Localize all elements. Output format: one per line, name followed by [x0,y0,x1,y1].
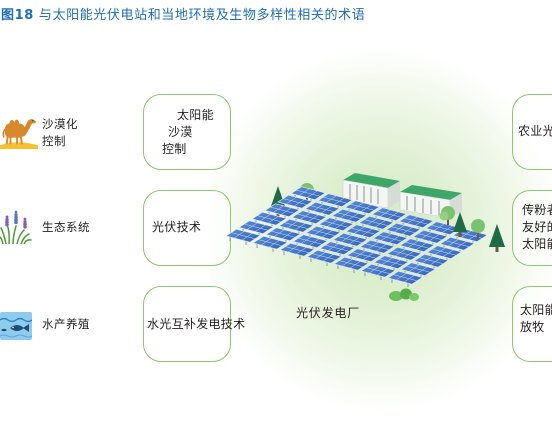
term-box-fishery-pv: 水光互补发电技术 [143,286,245,362]
figure-number: 图18 [1,8,34,23]
term-line: 太阳能 [522,237,552,251]
topic-desertification-label: 沙漠化 控制 [42,116,78,150]
solar-panel [426,245,463,262]
solar-farm-illustration [225,173,505,301]
solar-panel [279,242,316,259]
term-text: 传粉者 友好的 太阳能 [522,202,552,253]
figure-title: 图18 与太阳能光伏电站和当地环境及生物多样性相关的术语 [1,8,365,24]
label-line: 控制 [42,134,66,148]
label-line: 生态系统 [42,220,90,234]
term-box-solar-grazing: 太阳能 放牧 [512,286,552,362]
solar-panel [331,208,368,225]
solar-panel [400,262,437,279]
term-text: 太阳能 沙漠 控制 [162,107,214,158]
term-line: 沙漠 [168,125,193,139]
term-text: 水光互补发电技术 [147,316,245,333]
camel-icon [0,119,38,149]
solar-panel [290,186,327,203]
round-tree [471,219,485,239]
building-control-room-b [399,185,462,219]
term-line: 水光互补发电技术 [147,317,246,331]
solar-panel [373,255,410,272]
solar-panel [413,253,450,270]
solar-panel [345,224,382,241]
conifer-tree [453,212,467,237]
solar-panel [439,236,476,253]
solar-panel-array [225,186,489,287]
solar-panel [371,207,408,224]
term-line: 控制 [162,142,187,156]
solar-panel [265,227,302,244]
solar-panel [251,211,288,228]
term-text: 光伏技术 [152,219,201,236]
solar-panel [264,203,301,220]
conifer-tree [489,224,505,252]
term-line: 友好的 [522,220,552,234]
building-control-room-a [342,173,400,209]
term-line: 太阳能 [520,303,552,317]
term-line: 太阳能 [177,108,214,122]
term-line: 农业光 [518,124,552,138]
term-line: 光伏技术 [152,220,202,234]
topic-aquaculture-label: 水产养殖 [42,316,90,333]
label-line: 沙漠化 [42,117,78,131]
solar-panel [360,263,397,280]
pv-power-plant-label: 光伏发电厂 [296,306,361,320]
topic-ecosystem-label: 生态系统 [42,219,90,236]
solar-panel [346,248,383,265]
round-tree [439,206,455,225]
term-text: 农业光 [518,123,552,140]
solar-panel [306,249,343,266]
term-box-agrivoltaics: 农业光 [512,94,552,170]
term-line: 放牧 [520,320,545,334]
fish-water-icon [0,312,32,340]
figure-title-text: 与太阳能光伏电站和当地环境及生物多样性相关的术语 [38,8,366,23]
term-box-pv-technology: 光伏技术 [143,190,231,266]
term-text: 太阳能 放牧 [520,302,552,336]
foreground-trees [389,206,505,301]
term-box-solar-desert-control: 太阳能 沙漠 控制 [143,94,231,170]
term-line: 传粉者 [522,203,552,217]
plants-flowers-icon [0,210,32,244]
label-line: 水产养殖 [42,317,90,331]
solar-panel [252,235,289,252]
shrub [389,288,419,301]
solar-panel [387,270,424,287]
solar-panel [333,256,370,273]
solar-panel [291,210,328,227]
solar-panel [317,193,354,210]
solar-panel [305,225,342,242]
solar-panel [225,228,262,245]
solar-panel [304,201,341,218]
solar-panel [359,239,396,256]
term-box-pollinator-friendly-solar: 传粉者 友好的 太阳能 [512,190,552,266]
solar-panel [332,232,369,249]
solar-panel [318,217,355,234]
